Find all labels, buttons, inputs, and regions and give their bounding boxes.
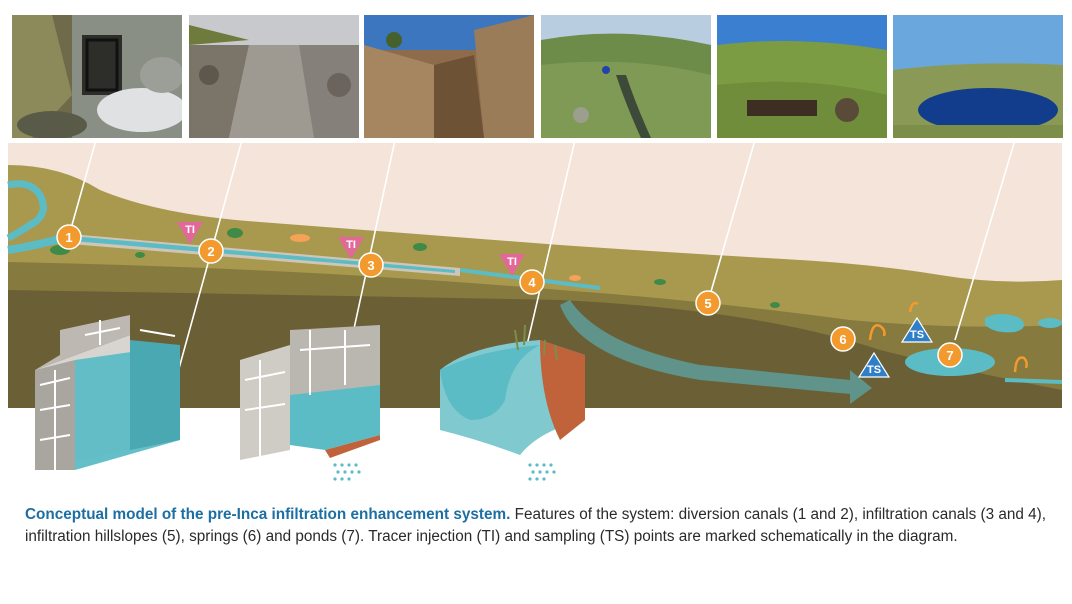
photo-stone-canal	[189, 15, 359, 138]
groundwater-flow-arrow	[560, 300, 872, 404]
ti-marker-3: TI	[499, 254, 525, 276]
photo-wide-channel	[364, 15, 534, 138]
svg-text:2: 2	[207, 244, 214, 259]
ti-triangle-icon	[338, 237, 364, 259]
ts-marker-2: TS	[857, 351, 891, 378]
plant-icon	[50, 228, 780, 308]
pond-tiny	[1038, 318, 1062, 328]
ts-label: TS	[910, 329, 924, 341]
ti-marker-2: TI	[338, 237, 364, 259]
marker-7: 7	[937, 342, 963, 368]
ti-label: TI	[507, 256, 517, 268]
photo-hillside-group	[717, 15, 887, 138]
svg-text:1: 1	[65, 230, 72, 245]
ti-label: TI	[346, 239, 356, 251]
ti-marker-1: TI	[177, 222, 203, 244]
photo-diversion-gate	[12, 15, 182, 138]
outflow-stream	[1004, 378, 1063, 384]
photo-pond	[893, 15, 1063, 138]
svg-text:5: 5	[704, 296, 711, 311]
photo-strip	[0, 0, 1072, 140]
stone-wall-block-icon	[35, 315, 180, 470]
marker-6: 6	[830, 326, 856, 352]
plant-icon	[290, 234, 310, 242]
ti-triangle-icon	[177, 222, 203, 244]
marker-4: 4	[519, 269, 545, 295]
ts-marker-1: TS	[900, 316, 934, 343]
svg-text:7: 7	[946, 348, 953, 363]
caption-title: Conceptual model of the pre-Inca infiltr…	[25, 506, 511, 523]
ts-label: TS	[867, 364, 881, 376]
ts-triangle-icon	[857, 351, 891, 378]
svg-text:3: 3	[367, 258, 374, 273]
caption-body: Features of the system: diversion canals…	[25, 506, 1046, 545]
marker-2: 2	[198, 238, 224, 264]
marker-3: 3	[358, 252, 384, 278]
ts-triangle-icon	[900, 316, 934, 343]
figure-caption: Conceptual model of the pre-Inca infiltr…	[25, 504, 1055, 547]
ti-triangle-icon	[499, 254, 525, 276]
stone-wall-block-icon	[240, 325, 380, 481]
marker-1: 1	[56, 224, 82, 250]
conceptual-diagram: TI TI TI TS TS 1 2 3 4 5	[6, 143, 1063, 481]
spring-icon	[868, 301, 1028, 373]
photo-hillslope-canal	[541, 15, 711, 138]
svg-text:4: 4	[528, 275, 536, 290]
plant-icon	[569, 275, 581, 281]
pond-small	[985, 314, 1024, 333]
marker-5: 5	[695, 290, 721, 316]
ti-label: TI	[185, 224, 195, 236]
svg-text:6: 6	[839, 332, 846, 347]
earth-canal-block-icon	[440, 324, 585, 481]
river	[6, 180, 47, 242]
